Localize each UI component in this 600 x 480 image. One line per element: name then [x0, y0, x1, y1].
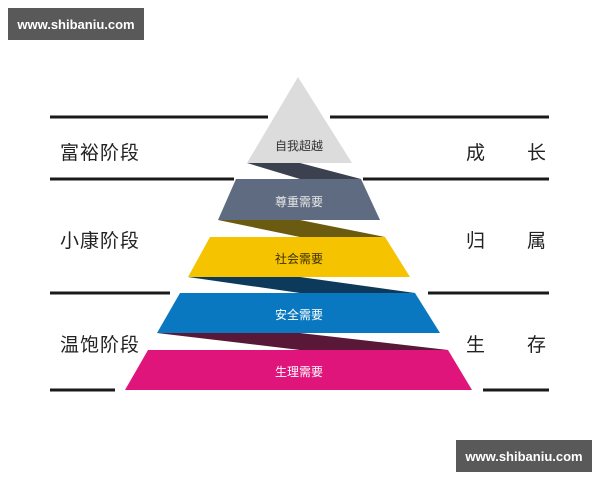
watermark-top: www.shibaniu.com [8, 8, 144, 40]
stage-goal-belonging: 归 属 [466, 226, 546, 253]
tier-label-esteem: 尊重需要 [274, 195, 323, 209]
tier-social [188, 237, 410, 277]
tier-label-self-transcendence: 自我超越 [274, 139, 323, 153]
stage-label-wealthy: 富裕阶段 [60, 142, 141, 164]
divider-lines [50, 115, 549, 392]
stage-goal-growth-char2: 长 [526, 142, 546, 164]
stage-label-subsistence: 温饱阶段 [60, 334, 141, 356]
ribbon-1 [247, 163, 361, 179]
ribbon-2 [218, 220, 385, 237]
tier-esteem [218, 179, 380, 220]
ribbon-4 [157, 333, 448, 350]
tier-label-safety: 安全需要 [274, 308, 323, 322]
stage-goal-growth: 成 长 [466, 138, 546, 165]
ribbon-3 [188, 277, 415, 293]
stage-goal-survival-char1: 生 [466, 334, 486, 356]
stage-label-moderate: 小康阶段 [60, 230, 141, 252]
tier-physiological [125, 350, 472, 390]
tier-label-social: 社会需要 [274, 252, 323, 266]
stage-goal-survival-char2: 存 [526, 334, 546, 356]
tier-label-physiological: 生理需要 [274, 365, 323, 379]
stage-goal-growth-char1: 成 [466, 142, 486, 164]
tier-safety [157, 293, 440, 333]
tier-self-transcendence [247, 77, 352, 163]
stage-goal-belonging-char2: 属 [526, 230, 546, 252]
stage-goal-survival: 生 存 [466, 330, 546, 357]
stage-goal-belonging-char1: 归 [466, 230, 486, 252]
watermark-bottom: www.shibaniu.com [456, 440, 592, 472]
